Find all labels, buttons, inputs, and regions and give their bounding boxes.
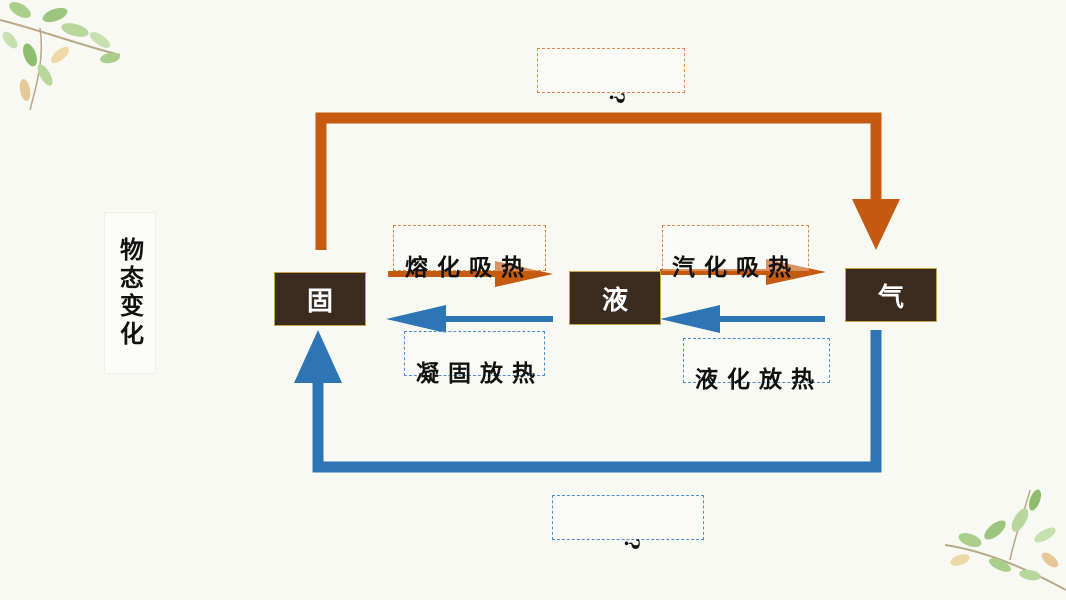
leaf-decoration-top-left-icon xyxy=(0,2,121,111)
liquefaction-label-box xyxy=(683,338,830,383)
deposition-label-box xyxy=(552,495,704,540)
solidification-label: 凝固放热 xyxy=(416,360,544,387)
melting-arrowhead xyxy=(495,261,553,287)
solidification-label-box xyxy=(404,331,545,376)
liquefaction-label: 液化放热 xyxy=(695,366,823,393)
vaporization-label: 汽化吸热 xyxy=(672,254,800,281)
state-solid: 固 xyxy=(274,272,366,326)
page-title: 物态变化 xyxy=(104,212,156,374)
sublimation-label-box xyxy=(537,48,685,93)
vaporization-arrowhead xyxy=(766,259,826,285)
deposition-arrowhead xyxy=(294,330,342,383)
state-liquid: 液 xyxy=(569,271,661,325)
vaporization-label-box xyxy=(662,225,809,271)
deposition-arrow xyxy=(312,330,882,473)
sublimation-arrowhead xyxy=(852,199,900,250)
sublimation-arrow xyxy=(315,112,882,250)
liquefaction-arrowhead xyxy=(660,305,720,333)
state-gas: 气 xyxy=(845,268,937,322)
deposition-label: ? xyxy=(619,538,644,550)
leaf-decoration-bottom-right-icon xyxy=(944,489,1066,591)
sublimation-label: ? xyxy=(604,92,629,104)
melting-label-box xyxy=(393,225,546,271)
melting-label: 熔化吸热 xyxy=(405,254,533,281)
solidification-arrowhead xyxy=(386,305,446,333)
